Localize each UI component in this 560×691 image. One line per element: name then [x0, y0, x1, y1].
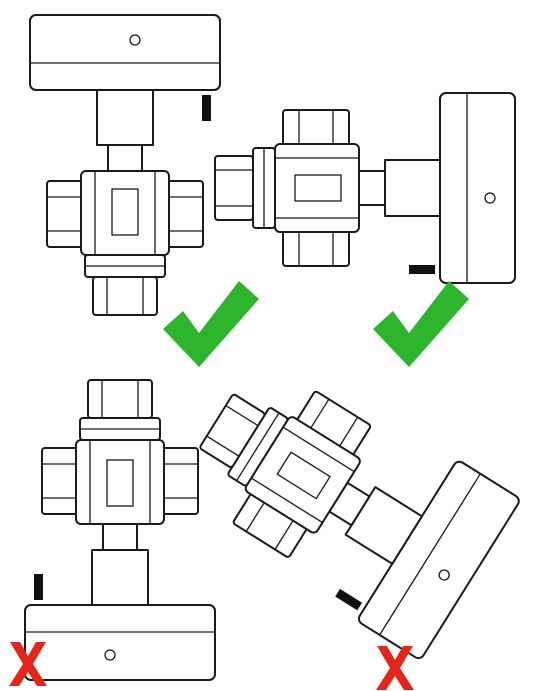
assembly-actuator-top	[29, 14, 221, 316]
assembly-actuator-tilted	[164, 339, 523, 662]
check-icon	[373, 281, 469, 367]
cross-icon	[376, 646, 414, 690]
assembly-actuator-bottom	[24, 379, 216, 681]
check-icon	[163, 281, 259, 367]
assembly-actuator-right	[214, 92, 516, 284]
